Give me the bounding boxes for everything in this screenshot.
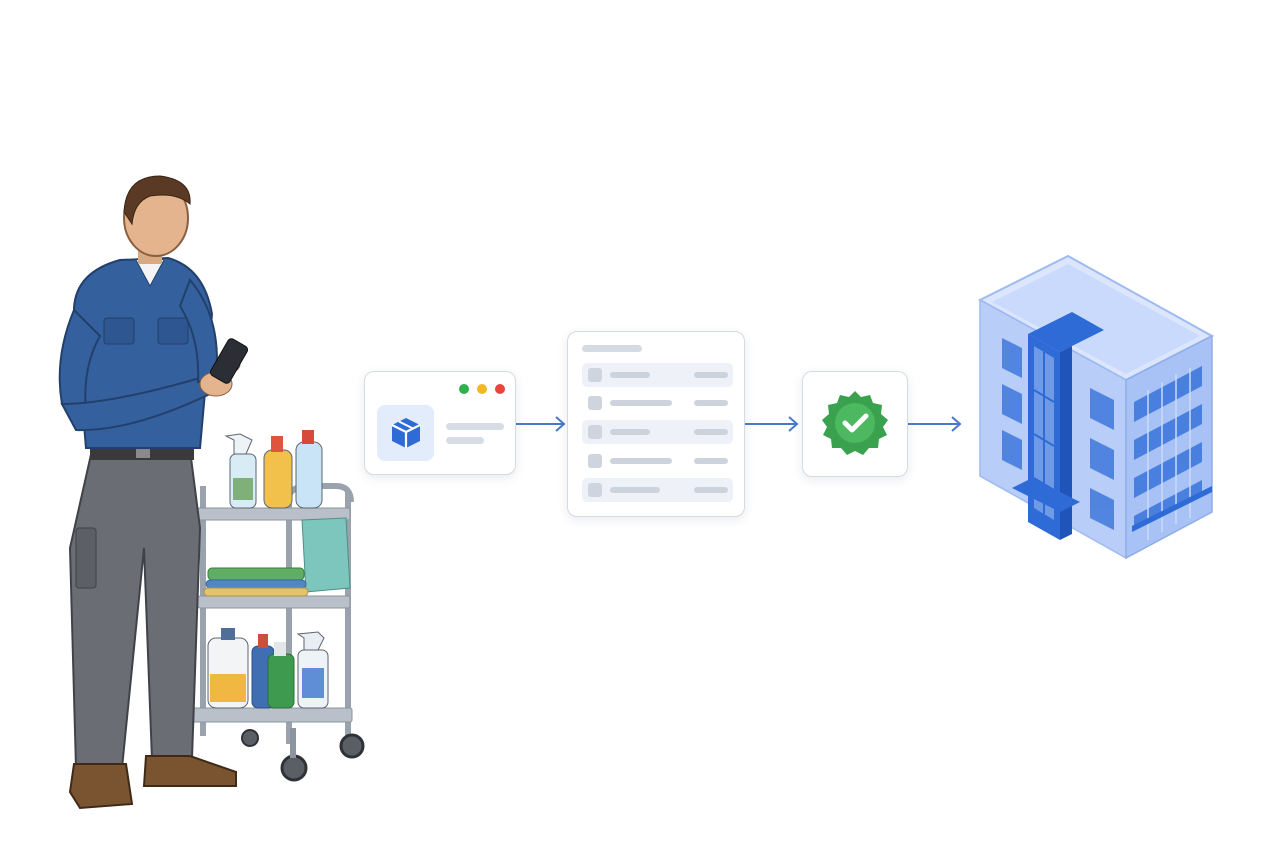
package-icon-tile xyxy=(377,405,434,461)
office-building xyxy=(972,250,1222,566)
worker-scene xyxy=(40,168,380,818)
worker-figure xyxy=(58,175,249,810)
list-item xyxy=(582,391,733,415)
window-dot-red xyxy=(495,384,505,394)
bottom-shelf-bottles xyxy=(207,628,329,709)
package-icon xyxy=(391,418,420,448)
list-item xyxy=(582,449,733,473)
office-building-icon xyxy=(977,254,1215,560)
window-dot-yellow xyxy=(477,384,487,394)
app-window-card xyxy=(364,371,516,475)
list-item xyxy=(582,420,733,444)
top-shelf-bottles xyxy=(224,430,323,509)
list-card xyxy=(567,331,745,517)
window-dot-green xyxy=(459,384,469,394)
placeholder-line xyxy=(446,437,484,444)
flow-arrow-1 xyxy=(516,416,566,432)
list-item xyxy=(582,363,733,387)
list-header-line xyxy=(582,345,642,352)
smartphone-icon xyxy=(209,338,249,384)
cleaning-cart xyxy=(189,430,365,782)
flow-arrow-3 xyxy=(908,416,962,432)
worker-illustration xyxy=(58,175,365,810)
verification-card xyxy=(802,371,908,477)
list-item xyxy=(582,478,733,502)
verified-check-icon xyxy=(822,391,888,455)
flow-arrow-2 xyxy=(745,416,799,432)
placeholder-line xyxy=(446,423,504,430)
